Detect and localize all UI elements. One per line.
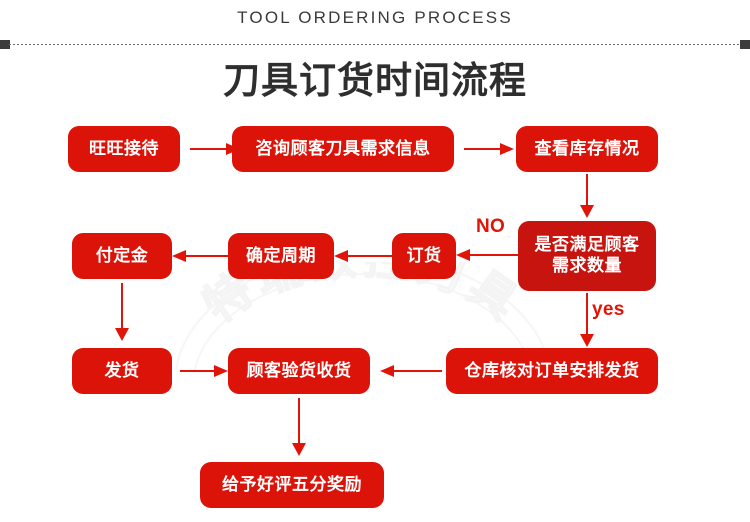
flow-node-decision-stock-sufficient[interactable]: 是否满足顾客 需求数量 bbox=[518, 221, 656, 291]
arrow-n6-to-n7 bbox=[172, 250, 228, 262]
flow-node-customer-inspect-receive[interactable]: 顾客验货收货 bbox=[228, 348, 370, 394]
arrow-n5-to-n6 bbox=[334, 250, 392, 262]
arrow-n3-to-n4 bbox=[580, 174, 594, 218]
flow-node-warehouse-verify-dispatch[interactable]: 仓库核对订单安排发货 bbox=[446, 348, 658, 394]
divider-cap-left bbox=[0, 40, 10, 49]
divider-cap-right bbox=[740, 40, 750, 49]
eyebrow-title: TOOL ORDERING PROCESS bbox=[237, 8, 513, 27]
flow-node-pay-deposit[interactable]: 付定金 bbox=[72, 233, 172, 279]
flow-node-ship-goods[interactable]: 发货 bbox=[72, 348, 172, 394]
flow-node-wangwang-reception[interactable]: 旺旺接待 bbox=[68, 126, 180, 172]
flow-node-place-order[interactable]: 订货 bbox=[392, 233, 456, 279]
divider-dots bbox=[9, 44, 741, 45]
arrow-n4-to-n10-yes bbox=[580, 293, 594, 347]
flow-node-leave-five-star-review[interactable]: 给予好评五分奖励 bbox=[200, 462, 384, 508]
arrow-n9-to-n11 bbox=[292, 398, 306, 456]
flow-node-confirm-cycle[interactable]: 确定周期 bbox=[228, 233, 334, 279]
page-title: 刀具订货时间流程 bbox=[223, 60, 527, 101]
edge-label-yes: yes bbox=[592, 299, 625, 320]
arrow-n10-to-n9 bbox=[380, 365, 442, 377]
edge-label-no: NO bbox=[476, 216, 506, 237]
arrow-n4-to-n5-no bbox=[456, 249, 518, 261]
arrow-n7-to-n8 bbox=[115, 283, 129, 341]
flow-node-check-stock[interactable]: 查看库存情况 bbox=[516, 126, 658, 172]
flow-node-consult-requirements[interactable]: 咨询顾客刀具需求信息 bbox=[232, 126, 454, 172]
divider-rule bbox=[0, 40, 750, 49]
arrow-n8-to-n9 bbox=[180, 365, 228, 377]
arrow-n2-to-n3 bbox=[464, 143, 514, 155]
